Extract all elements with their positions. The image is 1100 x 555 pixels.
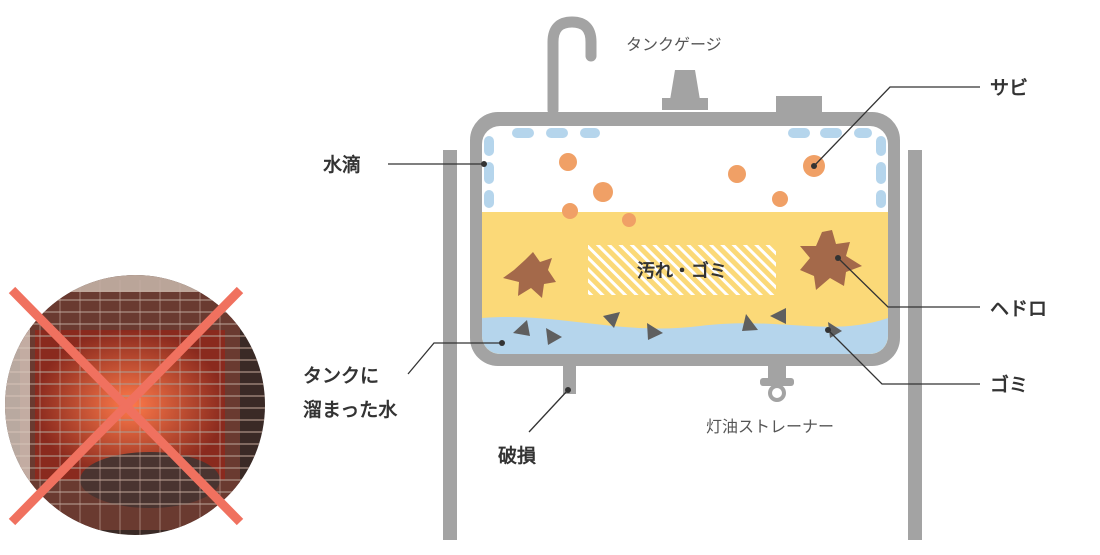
strainer-icon — [760, 362, 794, 402]
leader-lines — [388, 86, 980, 433]
water-label-line2: 溜まった水 — [303, 398, 398, 421]
dirt-area — [588, 245, 776, 295]
water-drops-label: 水滴 — [323, 153, 361, 176]
water-label-line1: タンクに — [303, 365, 379, 387]
dirt-dust-label: 汚れ・ゴミ — [637, 260, 727, 282]
rust-label: サビ — [990, 77, 1028, 99]
leader-dots — [481, 161, 841, 393]
sludge-blob-left — [503, 252, 556, 298]
tank-gauge-label: タンクゲージ — [626, 35, 722, 54]
dust-label: ゴミ — [990, 373, 1028, 396]
strainer-label: 灯油ストレーナー — [706, 417, 834, 436]
drain-pipe — [563, 364, 576, 394]
water-drops — [484, 128, 886, 208]
cap-icon — [776, 96, 822, 112]
tank-gauge-pipe — [547, 16, 597, 116]
heater-photo-icon — [5, 275, 265, 535]
tank-gauge-icon — [662, 70, 708, 110]
tank-body — [470, 112, 900, 366]
water-layer — [482, 317, 888, 354]
rust-particles — [559, 153, 825, 227]
tank-stand — [443, 150, 922, 540]
sludge-blob-right — [800, 230, 862, 290]
debris-particles — [513, 308, 842, 345]
sludge-label: ヘドロ — [990, 298, 1047, 320]
damage-label: 破損 — [498, 445, 537, 467]
cross-mark-icon — [8, 286, 244, 526]
